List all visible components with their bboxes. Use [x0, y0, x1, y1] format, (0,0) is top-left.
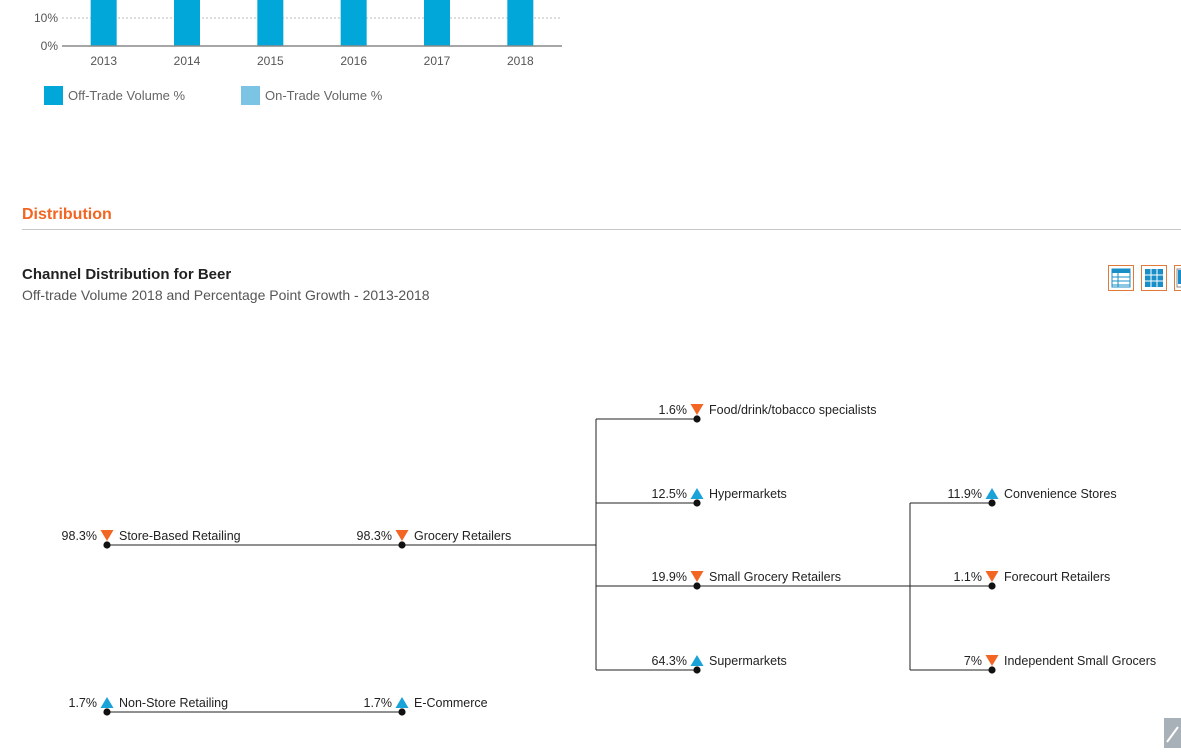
- node-value: 98.3%: [357, 529, 392, 543]
- legend-off-trade: Off-Trade Volume %: [44, 86, 185, 105]
- node-dot: [693, 499, 701, 507]
- bar-off-trade-2013[interactable]: [90, 0, 117, 46]
- resize-icon: [1166, 726, 1179, 743]
- tree-node-forecourt[interactable]: 1.1% Forecourt Retailers: [954, 570, 1111, 590]
- section-title: Distribution: [22, 206, 112, 223]
- table-icon: [1111, 268, 1131, 288]
- growth-down-icon: [690, 571, 704, 582]
- x-tick-label: 2018: [507, 54, 534, 68]
- y-tick-label: 0%: [41, 39, 59, 53]
- node-label: Supermarkets: [709, 654, 787, 668]
- growth-up-icon: [690, 655, 704, 666]
- node-label: Food/drink/tobacco specialists: [709, 403, 876, 417]
- node-value: 1.1%: [954, 570, 983, 584]
- tree-node-super[interactable]: 64.3% Supermarkets: [652, 654, 787, 674]
- node-value: 1.6%: [659, 403, 688, 417]
- grid-icon: [1145, 269, 1163, 287]
- tree-node-store-based[interactable]: 98.3% Store-Based Retailing: [62, 529, 241, 549]
- node-dot: [988, 666, 996, 674]
- node-label: Independent Small Grocers: [1004, 654, 1156, 668]
- node-value: 7%: [964, 654, 982, 668]
- expand-resize-handle[interactable]: [1164, 718, 1181, 748]
- node-value: 1.7%: [69, 696, 98, 710]
- tree-node-small-grocery[interactable]: 19.9% Small Grocery Retailers: [652, 570, 841, 590]
- node-dot: [693, 582, 701, 590]
- bar-off-trade-2015[interactable]: [257, 0, 284, 46]
- node-value: 12.5%: [652, 487, 687, 501]
- growth-up-icon: [985, 488, 999, 499]
- x-tick-label: 2013: [90, 54, 117, 68]
- growth-down-icon: [985, 655, 999, 666]
- growth-down-icon: [985, 571, 999, 582]
- node-label: Forecourt Retailers: [1004, 570, 1110, 584]
- x-tick-label: 2014: [174, 54, 201, 68]
- tree-node-ecommerce[interactable]: 1.7% E-Commerce: [364, 696, 488, 716]
- tree-node-hyper[interactable]: 12.5% Hypermarkets: [652, 487, 787, 507]
- legend-label-off-trade: Off-Trade Volume %: [68, 88, 186, 103]
- bar-off-trade-2014[interactable]: [174, 0, 200, 46]
- tree-node-grocery[interactable]: 98.3% Grocery Retailers: [357, 529, 512, 549]
- node-dot: [988, 499, 996, 507]
- legend-on-trade: On-Trade Volume %: [241, 86, 382, 105]
- bar-off-trade-2017[interactable]: [424, 0, 450, 46]
- legend-swatch-on-trade: [241, 86, 260, 105]
- x-tick-label: 2017: [424, 54, 451, 68]
- section-divider: [22, 229, 1181, 230]
- node-dot: [693, 666, 701, 674]
- node-value: 1.7%: [364, 696, 393, 710]
- node-label: Convenience Stores: [1004, 487, 1117, 501]
- chart-view-button[interactable]: [1174, 265, 1181, 291]
- node-dot: [988, 582, 996, 590]
- node-label: Hypermarkets: [709, 487, 787, 501]
- node-value: 98.3%: [62, 529, 97, 543]
- node-label: Small Grocery Retailers: [709, 570, 841, 584]
- node-value: 64.3%: [652, 654, 687, 668]
- y-tick-label: 10%: [34, 11, 58, 25]
- growth-down-icon: [395, 530, 409, 541]
- node-value: 19.9%: [652, 570, 687, 584]
- node-label: Non-Store Retailing: [119, 696, 228, 710]
- growth-up-icon: [395, 697, 409, 708]
- node-dot: [398, 708, 406, 716]
- chart-subtitle: Off-trade Volume 2018 and Percentage Poi…: [22, 287, 430, 303]
- x-tick-label: 2015: [257, 54, 284, 68]
- node-label: Store-Based Retailing: [119, 529, 241, 543]
- x-tick-label: 2016: [340, 54, 367, 68]
- bar-off-trade-2018[interactable]: [507, 0, 534, 46]
- growth-down-icon: [100, 530, 114, 541]
- growth-up-icon: [690, 488, 704, 499]
- bar-off-trade-2016[interactable]: [340, 0, 367, 46]
- node-dot: [103, 541, 111, 549]
- chart-title: Channel Distribution for Beer: [22, 266, 232, 283]
- node-label: E-Commerce: [414, 696, 488, 710]
- table-view-button[interactable]: [1108, 265, 1134, 291]
- node-label: Grocery Retailers: [414, 529, 511, 543]
- legend-label-on-trade: On-Trade Volume %: [265, 88, 383, 103]
- node-dot: [693, 415, 701, 423]
- node-value: 11.9%: [947, 487, 982, 501]
- tree-node-independent[interactable]: 7% Independent Small Grocers: [964, 654, 1156, 674]
- tree-node-convenience[interactable]: 11.9% Convenience Stores: [947, 487, 1117, 507]
- grid-view-button[interactable]: [1141, 265, 1167, 291]
- growth-down-icon: [690, 404, 704, 415]
- legend-swatch-off-trade: [44, 86, 63, 105]
- tree-node-food-spec[interactable]: 1.6% Food/drink/tobacco specialists: [659, 403, 877, 423]
- volume-bar-chart: 2013 2014 2015 2016 2017 2018 10% 0%: [34, 0, 562, 68]
- node-dot: [103, 708, 111, 716]
- growth-up-icon: [100, 697, 114, 708]
- node-dot: [398, 541, 406, 549]
- tree-node-non-store[interactable]: 1.7% Non-Store Retailing: [69, 696, 229, 716]
- chart-icon: [1176, 268, 1181, 288]
